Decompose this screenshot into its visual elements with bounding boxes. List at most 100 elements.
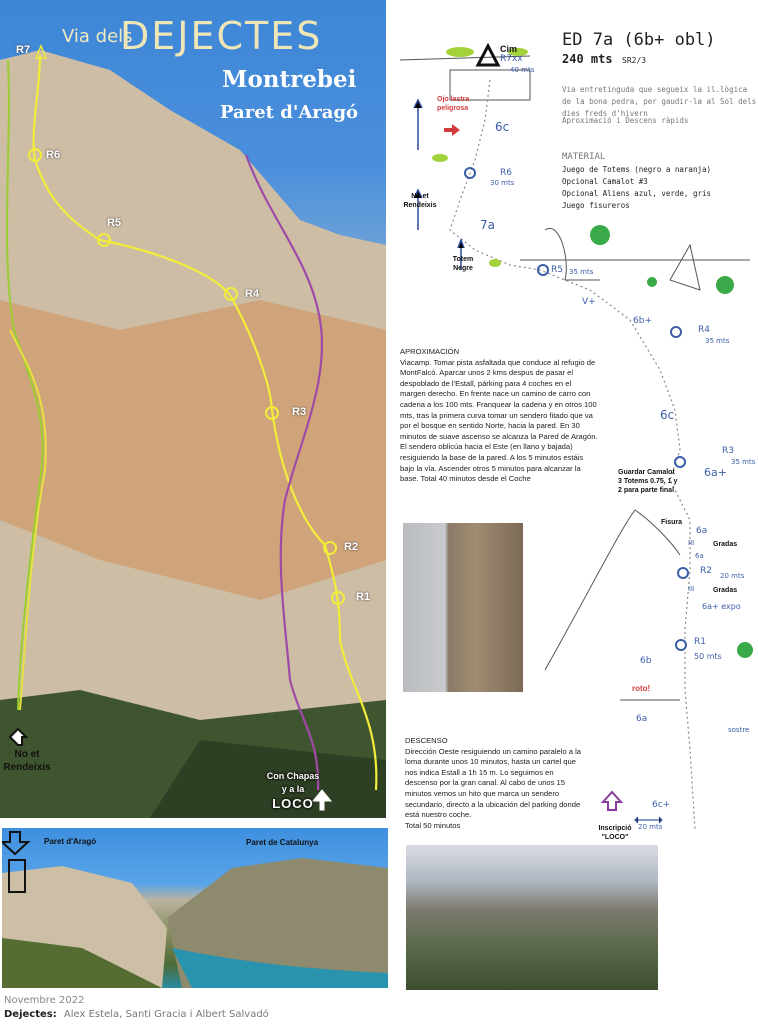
topo-r5: R5	[551, 265, 563, 275]
topo-pitch-grade: 6c	[495, 120, 510, 134]
note-con-chapas: Con Chapas y a la LOCO	[266, 770, 320, 811]
descent-section: DESCENSO Dirección Oeste resiguiendo un …	[405, 736, 585, 831]
topo-grade-iii: III	[688, 539, 695, 547]
main-wall-photo: Via dels DEJECTES Montrebei Paret d'Arag…	[0, 0, 386, 818]
green-route-line	[5, 59, 44, 711]
route-grade: ED 7a (6b+ obl)	[562, 30, 716, 50]
material-item: Juego fisureros	[562, 201, 630, 210]
purple-route-line	[244, 154, 324, 791]
topo-r7: R7xx	[500, 54, 523, 64]
topo-pitch-grade: 6b	[640, 656, 652, 666]
authors-names: Alex Estela, Santi Gracia i Albert Salva…	[63, 1009, 269, 1020]
warning-arrow-icon	[444, 124, 460, 136]
belay-label-r7: R7	[16, 44, 31, 56]
topo-grade-iii: III	[688, 585, 695, 593]
route-description: Via entretinguda que segueix la il.lògic…	[562, 85, 757, 118]
note-no-rendeixis: No et Rendeixis	[3, 749, 51, 773]
note-loco: LOCO	[272, 796, 314, 811]
approach-title: APROXIMACIÓN	[400, 347, 460, 356]
material-list: Juego de Totems (negro a naranja) Opcion…	[562, 164, 711, 212]
topo-r4: R4	[698, 325, 710, 335]
summit-triangle-icon	[34, 44, 48, 59]
panorama-photo: Paret d'Aragó Paret de Catalunya	[2, 828, 388, 988]
topo-r5-length: 35 mts	[569, 268, 594, 276]
belay-label-r4: R4	[245, 288, 260, 300]
descent-title: DESCENSO	[405, 736, 448, 745]
valley-photo	[406, 845, 658, 990]
topo-pitch-grade: 6a	[695, 552, 704, 560]
topo-inscripcio: Inscripció "LOCO"	[598, 825, 632, 841]
topo-r3-length: 35 mts	[731, 458, 756, 466]
footer-date: Novembre 2022	[4, 995, 85, 1006]
note-line: Con Chapas	[266, 771, 320, 781]
footer-authors: Dejectes: Alex Estela, Santi Gracia i Al…	[4, 1009, 269, 1020]
note-line: y a la	[281, 784, 305, 794]
panorama-drawing	[2, 831, 388, 988]
yellow-route-line-left	[9, 329, 47, 711]
material-item: Opcional Camalot #3	[562, 177, 648, 186]
topo-sostre: sostre	[728, 726, 750, 734]
location-title: Montrebei	[222, 66, 357, 93]
topo-pitch-grade: 6a	[636, 714, 648, 724]
topo-pitch-grade: V+	[582, 297, 596, 307]
authors-label: Dejectes:	[4, 1009, 57, 1020]
title-prefix: Via dels	[62, 26, 133, 47]
topo-roto: roto!	[632, 684, 651, 693]
topo-r7-length: 40 mts	[510, 66, 535, 74]
topo-r6: R6	[500, 168, 512, 178]
arrow-up-icon	[413, 98, 465, 270]
topo-pitch-grade: 6a+ expo	[702, 602, 741, 611]
topo-r2-length: 20 mts	[720, 572, 745, 580]
topo-scale: 20 mts	[638, 823, 663, 831]
belay-label-r6: R6	[46, 149, 61, 161]
topo-drawing	[399, 42, 753, 831]
route-title: DEJECTES	[120, 14, 323, 58]
belay-label-r1: R1	[356, 591, 371, 603]
topo-r6-length: 30 mts	[490, 179, 515, 187]
topo-gradas: Gradas	[713, 541, 738, 548]
topo-pitch-grade: 6c+	[652, 800, 671, 810]
topo-pitch-grade: 6a+	[704, 466, 727, 479]
topo-pitch-grade: 6c	[660, 408, 675, 422]
approach-note: Aproximació i Descens ràpids	[562, 116, 689, 125]
summit-triangle-icon	[475, 42, 501, 67]
topo-r2: R2	[700, 566, 712, 576]
arrow-up-icon	[311, 789, 333, 811]
protection-rating: SR2/3	[622, 56, 647, 65]
topo-pitch-grade: 6a	[696, 526, 708, 536]
material-item: Juego de Totems (negro a naranja)	[562, 165, 712, 174]
arrow-up-icon	[8, 727, 29, 746]
belay-label-r5: R5	[107, 217, 122, 229]
descent-total: Total 50 minutos	[405, 820, 461, 830]
topo-summit: Cim	[500, 44, 518, 54]
wall-drawing	[0, 44, 386, 818]
wall-title: Paret d'Aragó	[220, 102, 359, 123]
topo-no-rendeixis: No et Rendeixis	[403, 193, 437, 209]
route-length: 240 mts	[562, 52, 613, 66]
belay-label-r2: R2	[344, 541, 359, 553]
topo-guardar-note: Guardar Camalot 3 Totems 0.75, 1 y 2 par…	[618, 469, 678, 494]
approach-section: APROXIMACIÓN Viacamp. Tomar pista asfalt…	[400, 347, 598, 485]
topo-r4-length: 35 mts	[705, 337, 730, 345]
topo-pitch-grade: 7a	[480, 218, 495, 232]
panorama-label-arago: Paret d'Aragó	[44, 837, 97, 846]
topo-pitch-grade: 6b+	[633, 316, 652, 326]
belay-label-r3: R3	[292, 406, 307, 418]
topo-r1: R1	[694, 637, 706, 647]
panorama-label-catalunya: Paret de Catalunya	[246, 838, 319, 847]
topo-r1-length: 50 mts	[694, 652, 722, 661]
topo-route-dotted	[449, 79, 696, 831]
topo-r3: R3	[722, 446, 734, 456]
approach-text: Viacamp. Tomar pista asfaltada que condu…	[400, 357, 598, 484]
material-item: Opcional Aliens azul, verde, gris	[562, 189, 712, 198]
topo-gradas: Gradas	[713, 587, 738, 594]
descent-text: Dirección Oeste resiguiendo un camino pa…	[405, 746, 582, 820]
arrow-up-icon	[600, 790, 624, 811]
topo-warning: Ojo lastra peligrosa	[437, 96, 470, 112]
material-title: MATERIAL	[562, 152, 606, 162]
scale-arrow-icon	[634, 816, 663, 824]
topo-fisura: Fisura	[661, 519, 683, 526]
topo-totem-negre: Totem Negre	[452, 256, 474, 272]
climber-photo	[403, 523, 523, 692]
yellow-route-line	[32, 54, 378, 791]
